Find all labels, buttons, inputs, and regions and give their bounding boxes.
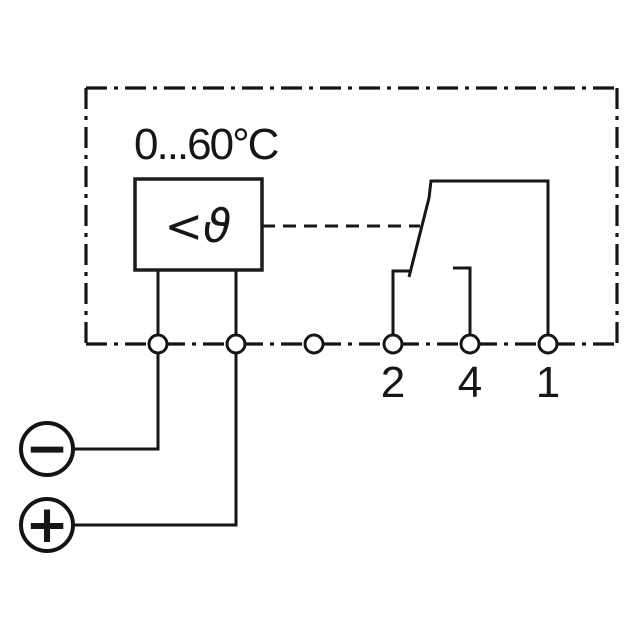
negative-terminal: − <box>19 419 75 479</box>
terminal-4-label: 4 <box>458 358 482 407</box>
plus-sign: + <box>25 495 69 555</box>
terminal-2-label: 2 <box>381 358 405 407</box>
terminal-1-label: 1 <box>536 358 560 407</box>
switch-common-and-lever <box>407 179 550 335</box>
pin-negative-supply <box>147 333 169 355</box>
positive-supply-wire <box>73 270 238 527</box>
enclosure-boundary <box>84 86 619 346</box>
pin-unconnected <box>303 333 325 355</box>
pin-terminal-2 <box>382 333 404 355</box>
terminal-labels: 2 4 1 <box>381 358 560 407</box>
positive-terminal: + <box>19 495 75 555</box>
temperature-sensor-symbol: <ϑ <box>164 199 231 253</box>
plus-circle-icon <box>19 497 75 553</box>
supply-wiring <box>73 270 238 527</box>
minus-circle-icon <box>19 421 75 477</box>
changeover-switch <box>391 179 550 335</box>
contact-terminal-2 <box>391 269 411 335</box>
temperature-range-label: 0...60°C <box>134 120 279 169</box>
pin-positive-supply <box>225 333 247 355</box>
minus-sign: − <box>25 419 69 479</box>
temperature-sensor-box <box>133 177 264 272</box>
negative-supply-wire <box>73 270 160 451</box>
pin-terminal-1 <box>537 333 559 355</box>
contact-terminal-4 <box>453 266 472 335</box>
pin-terminal-4 <box>459 333 481 355</box>
terminal-pins <box>147 333 559 355</box>
